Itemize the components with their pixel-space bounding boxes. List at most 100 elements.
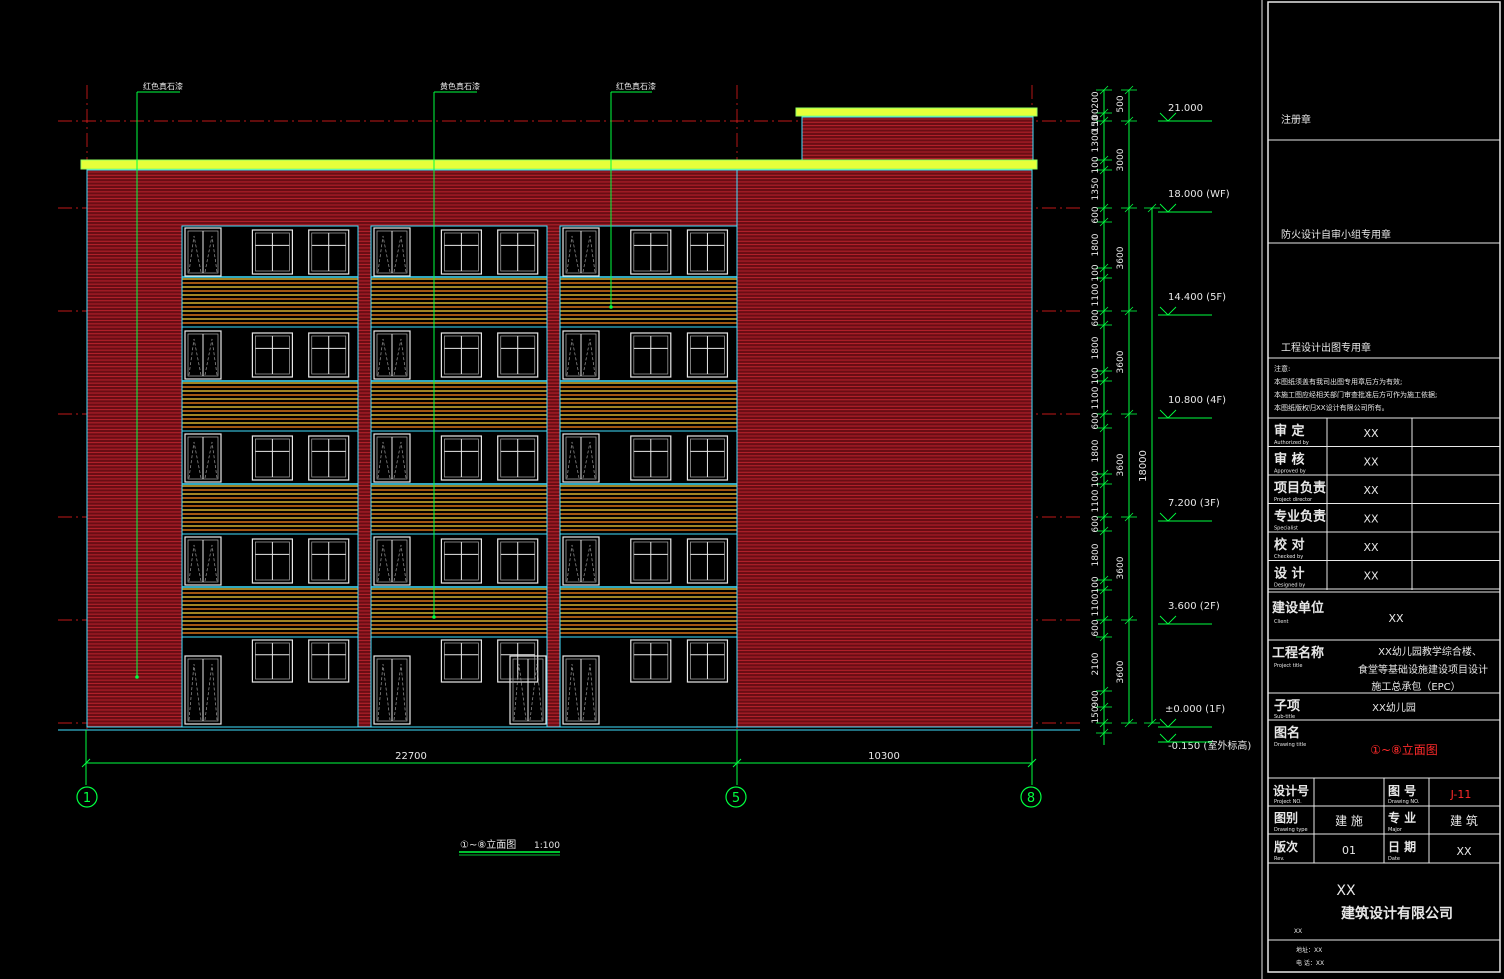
signature-label: 设 计	[1274, 566, 1305, 582]
window	[497, 332, 539, 378]
door-swing	[204, 544, 218, 582]
dim-label-detail: 600	[1091, 619, 1101, 636]
window	[308, 229, 350, 275]
dim-slash	[1124, 85, 1134, 95]
door-swing	[582, 544, 596, 582]
door	[373, 433, 411, 483]
dim-label-detail: 600	[1091, 309, 1101, 326]
door-swing	[513, 663, 527, 721]
window-frame	[497, 435, 539, 481]
window-frame	[686, 229, 729, 275]
date-label: 日 期	[1388, 839, 1416, 854]
design-no-label: 设计号	[1273, 783, 1309, 798]
dim-slash	[1099, 423, 1109, 433]
window	[308, 639, 350, 683]
window	[440, 639, 482, 683]
door-swing	[566, 663, 580, 721]
window-frame	[686, 538, 729, 584]
dim-slash	[1099, 165, 1109, 175]
window	[251, 229, 293, 275]
seal-registered: 注册章	[1281, 113, 1311, 126]
window-frame	[497, 332, 539, 378]
dim-slash	[1099, 116, 1109, 126]
dim-label-detail: 600	[1091, 412, 1101, 429]
door-swing	[566, 338, 580, 376]
dim-label-detail: 1100	[1091, 283, 1101, 306]
door-swing	[393, 235, 407, 273]
title-block: 注册章 防火设计自审小组专用章 工程设计出图专用章 注意: 本图纸须盖有我司出图…	[1261, 0, 1501, 979]
window-frame	[630, 639, 672, 683]
window	[251, 538, 293, 584]
axis-label-8: 8	[1027, 791, 1035, 806]
door-swing	[377, 338, 391, 376]
signature-value: XX	[1363, 484, 1379, 497]
window	[308, 332, 350, 378]
axis-bubble-1	[76, 786, 98, 808]
dim-label-floor: 3600	[1116, 350, 1126, 373]
seal-publish: 工程设计出图专用章	[1281, 341, 1371, 354]
signature-en: Specialist	[1274, 526, 1298, 532]
door	[562, 330, 600, 380]
window	[308, 435, 350, 481]
window	[440, 332, 482, 378]
axis-bubble-5	[725, 786, 747, 808]
door	[184, 330, 222, 380]
window	[686, 435, 729, 481]
window	[686, 332, 729, 378]
dim-label-detail: 600	[1091, 515, 1101, 532]
dim-slash	[1124, 718, 1134, 728]
window-frame	[686, 332, 729, 378]
door-frame	[373, 433, 411, 483]
door-frame	[562, 227, 600, 277]
dim-slash	[1099, 203, 1109, 213]
dim-slash	[1147, 718, 1157, 728]
subitem-label: 子项	[1274, 699, 1300, 714]
level-18000: 18.000 (WF)	[1168, 189, 1230, 200]
door-swing	[377, 663, 391, 721]
door-frame	[373, 330, 411, 380]
door-frame	[184, 655, 222, 725]
door-frame	[562, 655, 600, 725]
dim-slash	[1099, 306, 1109, 316]
window	[251, 435, 293, 481]
bay-background	[182, 226, 358, 727]
level-3600: 3.600 (2F)	[1168, 601, 1220, 612]
drawing-no-en: Drawing NO.	[1388, 799, 1420, 805]
dim-label-floor: 3600	[1116, 660, 1126, 683]
door-swing	[204, 663, 218, 721]
drawing-title: ①~⑧立面图	[460, 838, 516, 851]
dim-label-detail: 200	[1091, 91, 1101, 108]
door-frame	[562, 536, 600, 586]
dim-slash	[1099, 376, 1109, 386]
door-swing	[188, 663, 202, 721]
window	[251, 332, 293, 378]
vertical-dimensions: 2001001501300100135060018001001100600180…	[1091, 85, 1160, 745]
door-frame	[373, 227, 411, 277]
door-frame	[184, 433, 222, 483]
level-0000: ±0.000 (1F)	[1165, 704, 1225, 715]
window	[686, 538, 729, 584]
window	[308, 538, 350, 584]
window-frame	[251, 435, 293, 481]
door-swing	[204, 235, 218, 273]
company-small: XX	[1294, 928, 1302, 935]
dim-label-detail: 600	[1091, 206, 1101, 223]
signature-en: Authorized by	[1274, 440, 1309, 446]
dim-label-detail: 1100	[1091, 489, 1101, 512]
dim-label-detail: 100	[1091, 367, 1101, 384]
window-frame	[308, 639, 350, 683]
door	[184, 536, 222, 586]
bay-outline	[181, 225, 359, 728]
dim-slash	[1099, 728, 1109, 738]
window-frame	[308, 435, 350, 481]
client-value: XX	[1388, 612, 1404, 625]
signature-value: XX	[1363, 427, 1379, 440]
signature-label: 专业负责	[1274, 509, 1326, 525]
dim-slash	[1099, 108, 1109, 118]
dim-slash	[1147, 203, 1157, 213]
door-frame	[509, 655, 547, 725]
window-frame	[308, 538, 350, 584]
window	[630, 332, 672, 378]
door-swing	[188, 235, 202, 273]
